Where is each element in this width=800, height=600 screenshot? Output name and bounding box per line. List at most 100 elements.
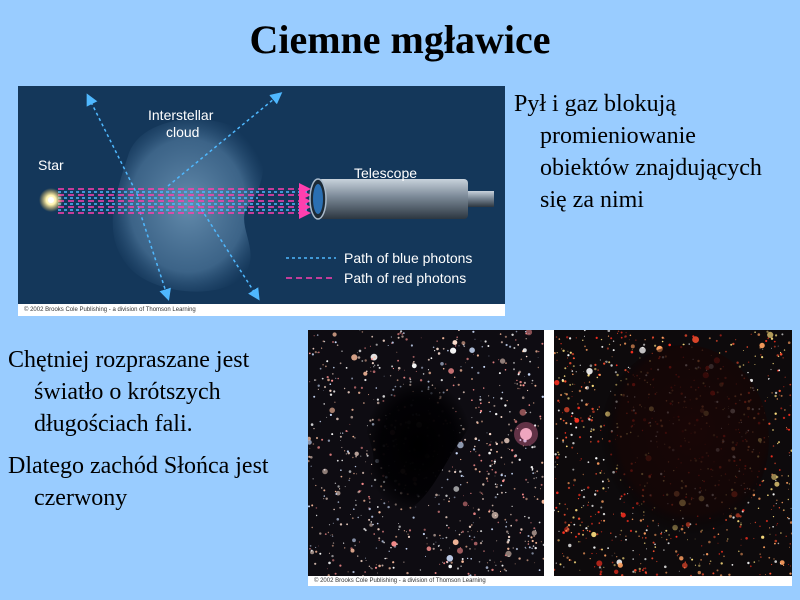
background-star: [524, 540, 526, 542]
background-star: [317, 388, 319, 390]
background-star: [505, 491, 507, 494]
background-star: [383, 375, 385, 377]
background-star: [771, 392, 773, 394]
background-star: [589, 364, 593, 367]
background-star: [601, 480, 604, 483]
background-star: [352, 538, 356, 543]
background-star: [629, 529, 633, 532]
background-star: [596, 533, 599, 536]
background-star: [455, 471, 457, 473]
starfield-right: [554, 330, 792, 576]
background-star: [382, 530, 384, 533]
background-star: [566, 508, 569, 510]
background-star: [602, 487, 605, 490]
background-star: [580, 458, 582, 460]
background-star: [599, 471, 602, 474]
background-star: [516, 379, 518, 382]
background-star: [405, 547, 408, 550]
background-star: [453, 486, 460, 492]
background-star: [779, 353, 783, 356]
background-star: [328, 552, 330, 554]
background-star: [742, 364, 745, 366]
background-star: [331, 535, 334, 537]
background-star: [538, 521, 541, 524]
background-star: [534, 384, 537, 387]
background-star: [458, 345, 460, 347]
background-star: [614, 569, 619, 574]
background-star: [494, 471, 497, 474]
background-star: [483, 365, 486, 368]
background-star: [535, 477, 538, 479]
background-star: [770, 368, 772, 371]
background-star: [542, 543, 544, 546]
background-star: [772, 526, 774, 528]
background-star: [504, 475, 506, 477]
background-star: [708, 540, 711, 544]
background-star: [774, 412, 777, 415]
background-star: [600, 338, 603, 341]
background-star: [580, 386, 583, 388]
background-star: [519, 439, 522, 441]
background-star: [478, 454, 481, 457]
background-star: [325, 497, 328, 500]
right-paragraph: Pył i gaz blokują promieniowanie obiektó…: [514, 91, 762, 213]
background-star: [773, 340, 776, 343]
background-star: [331, 554, 334, 558]
background-star: [435, 493, 438, 497]
background-star: [642, 537, 644, 539]
background-star: [504, 369, 507, 371]
background-star: [357, 516, 359, 519]
background-star: [392, 566, 395, 569]
background-star: [561, 348, 563, 350]
background-star: [603, 566, 605, 568]
background-star: [660, 532, 662, 535]
background-star: [478, 470, 481, 473]
background-star: [360, 490, 362, 492]
background-star: [476, 354, 479, 357]
background-star: [578, 541, 580, 543]
background-star: [511, 449, 514, 452]
background-star: [778, 507, 781, 509]
background-star: [645, 529, 648, 532]
background-star: [412, 355, 415, 358]
background-star: [528, 404, 531, 406]
background-star: [534, 546, 537, 550]
background-star: [386, 557, 388, 559]
background-star: [315, 546, 317, 548]
background-star: [738, 550, 740, 553]
background-star: [567, 524, 571, 527]
background-star: [477, 371, 480, 375]
background-star: [638, 535, 640, 537]
background-star: [315, 436, 319, 440]
background-star: [459, 369, 463, 372]
background-star: [773, 558, 775, 560]
background-star: [325, 365, 327, 368]
background-star: [480, 492, 483, 495]
background-star: [587, 403, 589, 405]
background-star: [450, 561, 453, 564]
background-star: [331, 544, 334, 547]
background-star: [566, 526, 568, 528]
background-star: [554, 453, 557, 456]
background-star: [346, 450, 349, 453]
background-star: [319, 532, 322, 535]
background-star: [505, 362, 507, 364]
background-star: [709, 563, 711, 565]
background-star: [470, 451, 472, 453]
background-star: [587, 525, 589, 527]
background-star: [310, 549, 313, 552]
background-star: [403, 530, 405, 532]
background-star: [601, 345, 604, 348]
background-star: [783, 349, 786, 351]
background-star: [554, 461, 556, 463]
background-star: [742, 509, 745, 512]
background-star: [478, 517, 481, 519]
background-star: [504, 437, 510, 444]
background-star: [496, 493, 499, 496]
background-star: [788, 488, 789, 490]
background-star: [563, 566, 565, 568]
background-star: [474, 468, 477, 471]
background-star: [570, 521, 572, 523]
background-star: [369, 345, 371, 347]
background-star: [717, 542, 719, 544]
